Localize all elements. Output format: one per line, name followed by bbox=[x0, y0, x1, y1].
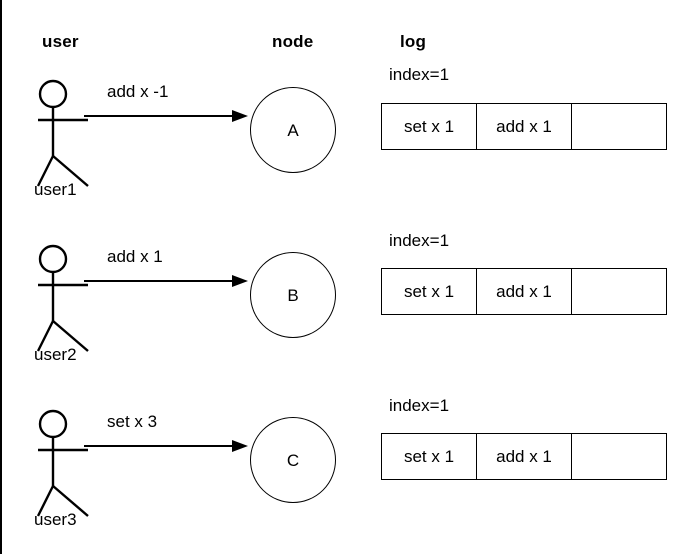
diagram-row: user3 set x 3 C index=1 set x 1 add x 1 bbox=[0, 390, 691, 554]
log-cell: add x 1 bbox=[477, 434, 572, 479]
diagram-row: user1 add x -1 A index=1 set x 1 add x 1 bbox=[0, 60, 691, 225]
stick-figure-actor-icon bbox=[30, 233, 100, 363]
right-arrow-icon bbox=[84, 273, 250, 289]
log-cell: add x 1 bbox=[477, 104, 572, 149]
arrow-label: add x -1 bbox=[107, 82, 169, 101]
right-arrow-icon bbox=[84, 108, 250, 124]
actor-label: user2 bbox=[34, 345, 77, 364]
left-edge-border bbox=[0, 0, 2, 554]
log-index-label: index=1 bbox=[389, 65, 450, 84]
log-cell: set x 1 bbox=[382, 269, 477, 314]
log-cell: add x 1 bbox=[477, 269, 572, 314]
arrow-label: set x 3 bbox=[107, 412, 158, 431]
log-cell-empty bbox=[572, 269, 666, 314]
actor-label: user1 bbox=[34, 180, 77, 199]
node-label: C bbox=[286, 450, 300, 470]
log-cell-empty bbox=[572, 434, 666, 479]
log-index-label: index=1 bbox=[389, 231, 450, 250]
log-cell: set x 1 bbox=[382, 104, 477, 149]
stick-figure-actor-icon bbox=[30, 398, 100, 528]
node-circle: B bbox=[250, 252, 336, 338]
column-header-log: log bbox=[400, 32, 427, 51]
node-label: A bbox=[287, 120, 299, 140]
log-cell: set x 1 bbox=[382, 434, 477, 479]
log-table: set x 1 add x 1 bbox=[381, 103, 667, 150]
log-table: set x 1 add x 1 bbox=[381, 433, 667, 480]
diagram-row: user2 add x 1 B index=1 set x 1 add x 1 bbox=[0, 225, 691, 390]
node-circle: C bbox=[250, 417, 336, 503]
column-header-node: node bbox=[272, 32, 314, 51]
actor-label: user3 bbox=[34, 510, 77, 529]
node-circle: A bbox=[250, 87, 336, 173]
log-cell-empty bbox=[572, 104, 666, 149]
arrow-label: add x 1 bbox=[107, 247, 163, 266]
column-header-user: user bbox=[42, 32, 79, 51]
log-table: set x 1 add x 1 bbox=[381, 268, 667, 315]
node-label: B bbox=[287, 285, 299, 305]
right-arrow-icon bbox=[84, 438, 250, 454]
log-index-label: index=1 bbox=[389, 396, 450, 415]
stick-figure-actor-icon bbox=[30, 68, 100, 198]
